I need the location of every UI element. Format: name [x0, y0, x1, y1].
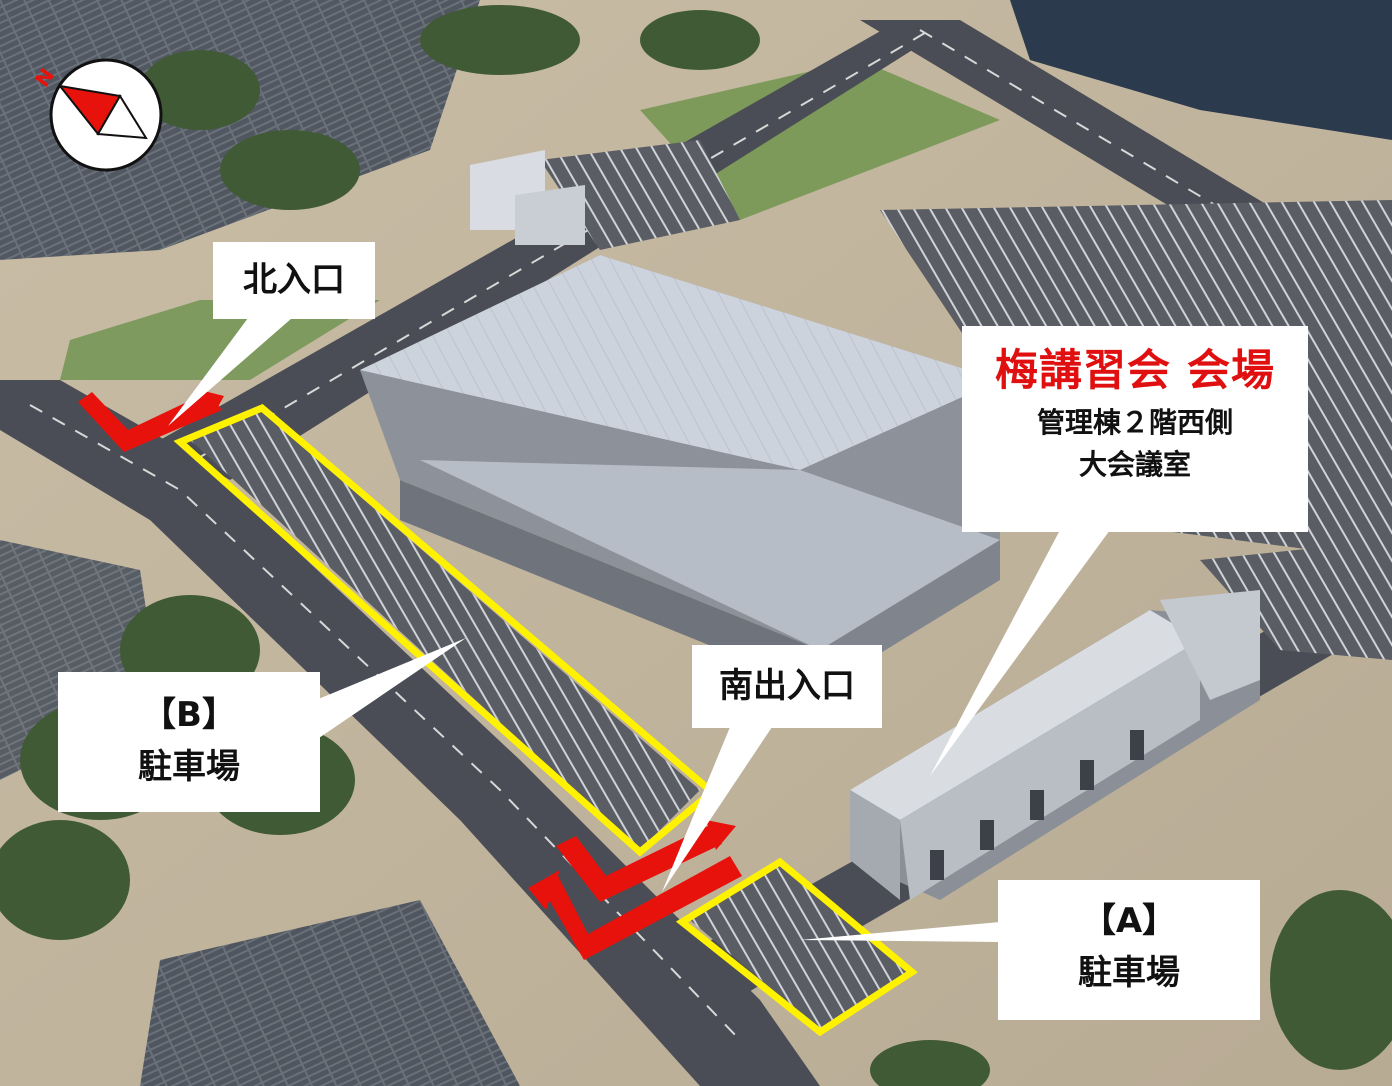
parking-a-outline	[675, 857, 918, 1037]
venue-room: 大会議室	[1078, 448, 1191, 481]
harbor-water	[1010, 0, 1392, 140]
compass-north-arrow-icon	[49, 58, 163, 172]
venue-callout: 梅講習会 会場 管理棟２階西側 大会議室	[962, 326, 1308, 532]
callout-pointers	[168, 318, 1110, 942]
parking-b-label: 駐車場	[138, 747, 240, 787]
venue-location: 管理棟２階西側	[1036, 406, 1233, 439]
admin-building	[850, 590, 1260, 900]
parking-northcenter	[540, 140, 740, 250]
south-entrance-arrow-icon	[528, 820, 742, 960]
parking-a-id: 【A】	[1081, 901, 1177, 941]
solar-field-south	[140, 900, 520, 1086]
lawn-northwest	[60, 300, 380, 380]
parking-a-callout: 【A】 駐車場	[998, 880, 1260, 1020]
parking-b-surface	[190, 410, 700, 850]
north-entrance-callout: 北入口	[213, 242, 375, 319]
parking-a-label: 駐車場	[1078, 953, 1180, 993]
parking-b-id: 【B】	[142, 695, 236, 735]
main-warehouse	[360, 255, 1000, 690]
parking-southeast	[1200, 540, 1392, 660]
parking-b-callout: 【B】 駐車場	[58, 672, 320, 812]
venue-title: 梅講習会 会場	[995, 346, 1275, 396]
north-entrance-label: 北入口	[243, 260, 345, 300]
south-entrance-label: 南出入口	[719, 666, 855, 706]
parking-a-surface	[690, 865, 910, 1030]
lawn-north	[640, 60, 1000, 220]
south-entrance-callout: 南出入口	[692, 645, 882, 728]
annex-building-2	[515, 185, 585, 245]
